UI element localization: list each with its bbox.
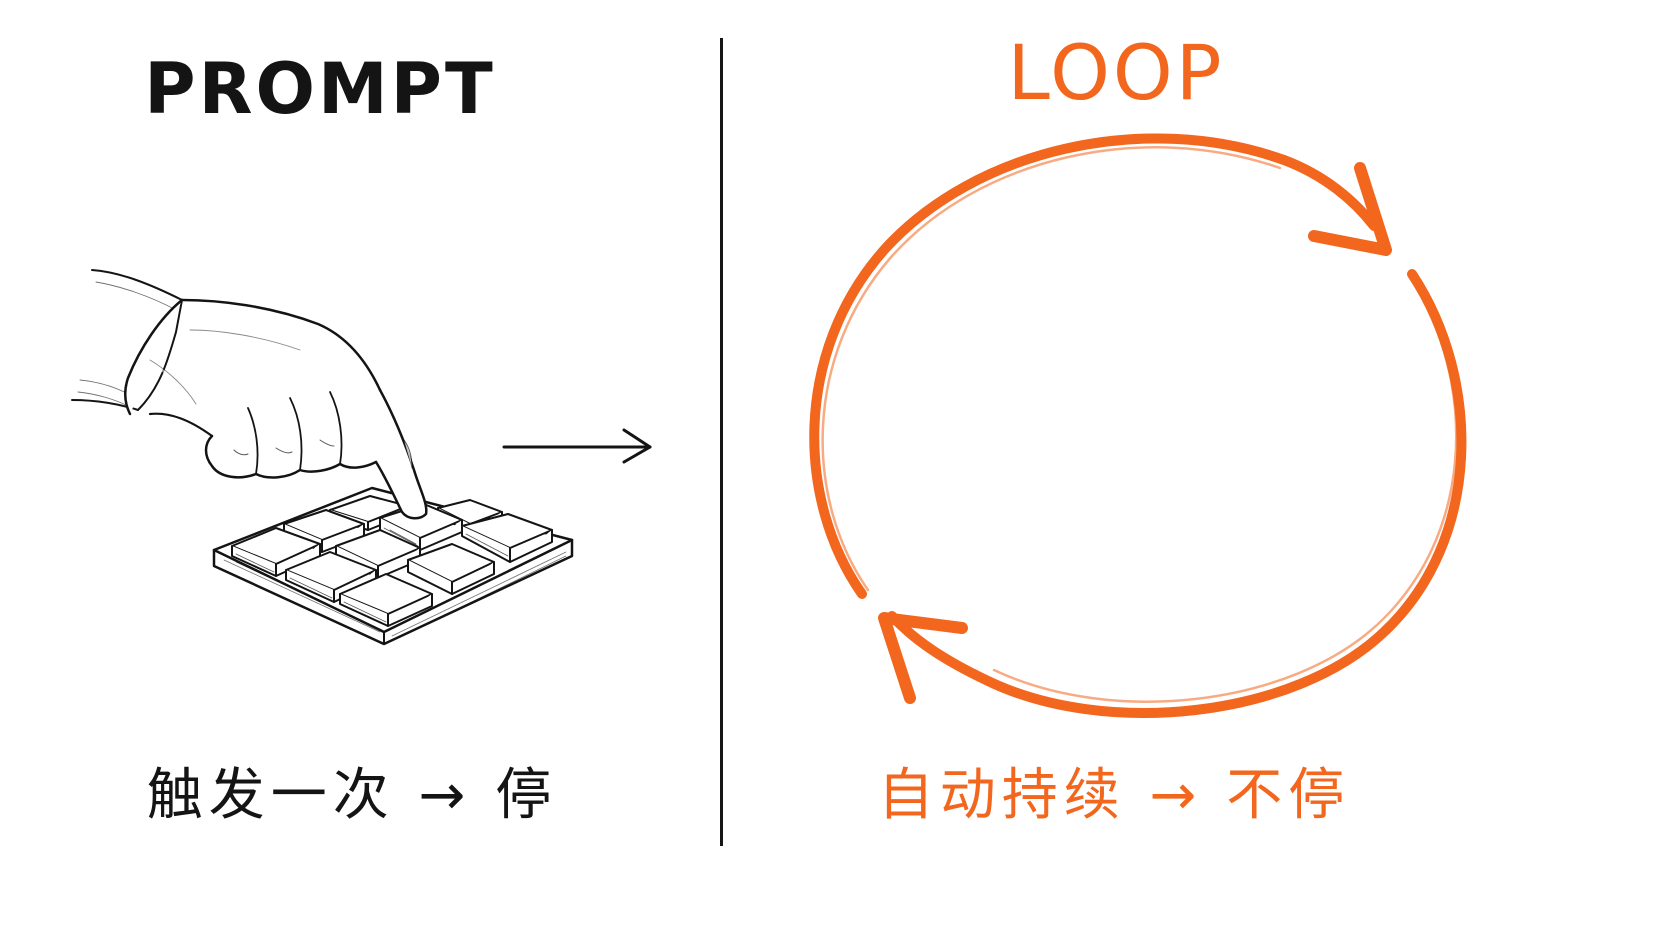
loop-arrowhead-lower bbox=[878, 612, 968, 704]
circular-arrows-icon bbox=[809, 133, 1467, 718]
keypad-icon bbox=[212, 486, 574, 646]
loop-arrowhead-upper bbox=[1308, 162, 1392, 256]
hand-icon bbox=[71, 269, 428, 520]
arrow-right-icon bbox=[502, 428, 652, 464]
prompt-title: PROMPT bbox=[144, 48, 496, 130]
prompt-panel: PROMPT bbox=[0, 0, 720, 882]
prompt-illustration bbox=[71, 269, 652, 646]
loop-title: LOOP bbox=[1007, 28, 1225, 117]
prompt-caption: 触发一次 → 停 bbox=[146, 763, 558, 828]
loop-arc-upper bbox=[809, 133, 1379, 599]
center-divider bbox=[720, 38, 723, 846]
loop-panel: LOOP 自动持续 → 不停 bbox=[724, 0, 1568, 882]
loop-arc-lower bbox=[887, 269, 1467, 718]
loop-caption: 自动持续 → 不停 bbox=[877, 763, 1351, 828]
